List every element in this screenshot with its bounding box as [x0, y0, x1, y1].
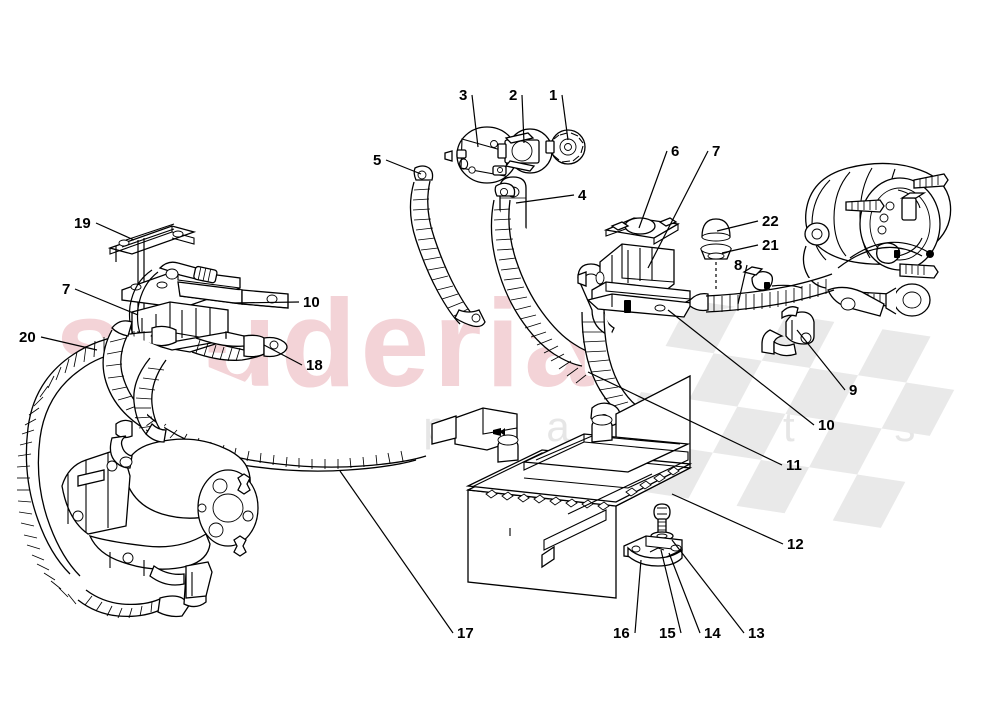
cable-18 [191, 334, 288, 362]
leader-line-7 [647, 150, 709, 269]
cable-11 [490, 182, 597, 384]
callout-number-10: 10 [303, 294, 320, 311]
leader-line-22 [716, 220, 759, 232]
cable-8 [689, 266, 835, 313]
leader-line-11 [587, 371, 783, 466]
leader-line-9 [796, 329, 846, 391]
leader-line-10b [667, 309, 815, 426]
leader-line-2 [521, 94, 525, 144]
callout-number-18: 18 [306, 357, 323, 374]
callout-number-20: 20 [19, 329, 36, 346]
callout-number-10b: 10 [818, 417, 835, 434]
cable-17 [102, 320, 427, 472]
leader-line-8 [737, 264, 748, 305]
cable-5 [409, 165, 486, 328]
bracket-9 [761, 306, 815, 357]
leader-line-5 [385, 159, 422, 175]
callout-number-1: 1 [549, 87, 558, 104]
leader-line-1 [561, 94, 569, 141]
callout-number-9: 9 [849, 382, 858, 399]
leader-line-3 [471, 94, 479, 148]
callout-leader-lines [40, 94, 846, 634]
callout-number-11: 11 [786, 457, 802, 474]
leader-line-6 [638, 150, 668, 229]
leader-line-19 [95, 222, 135, 241]
callout-number-13: 13 [748, 625, 765, 642]
callout-number-22: 22 [762, 213, 779, 230]
battery [465, 374, 693, 599]
leader-line-12 [671, 493, 784, 545]
leader-line-4 [515, 194, 575, 204]
callout-number-6: 6 [671, 143, 680, 160]
leader-line-20 [40, 336, 98, 351]
leader-line-13 [671, 539, 745, 634]
callout-number-16: 16 [613, 625, 630, 642]
callout-number-5: 5 [373, 152, 382, 169]
solenoid-assembly [444, 126, 586, 229]
callout-number-4: 4 [578, 187, 587, 204]
callout-number-15: 15 [659, 625, 676, 642]
callout-number-7: 7 [712, 143, 721, 160]
callout-number-3: 3 [459, 87, 468, 104]
leader-line-17 [339, 470, 454, 634]
leader-line-14 [668, 552, 701, 634]
callout-number-2: 2 [509, 87, 518, 104]
leader-line-21 [721, 244, 759, 254]
callout-number-19: 19 [74, 215, 91, 232]
callout-number-14: 14 [704, 625, 721, 642]
leader-line-10 [231, 301, 300, 304]
battery-clamp-assembly [623, 503, 683, 567]
leader-line-15 [660, 549, 682, 634]
grommet-assembly [700, 218, 732, 292]
callout-number-7b: 7 [62, 281, 71, 298]
leader-line-16 [634, 559, 642, 634]
leader-line-7b [74, 288, 139, 316]
leader-line-18 [263, 344, 303, 366]
callout-number-21: 21 [762, 237, 779, 254]
callout-number-12: 12 [787, 536, 804, 553]
starter-motor [61, 419, 259, 599]
callout-number-8: 8 [734, 257, 743, 274]
callout-number-17: 17 [457, 625, 474, 642]
cable-starter-feed [133, 357, 167, 443]
